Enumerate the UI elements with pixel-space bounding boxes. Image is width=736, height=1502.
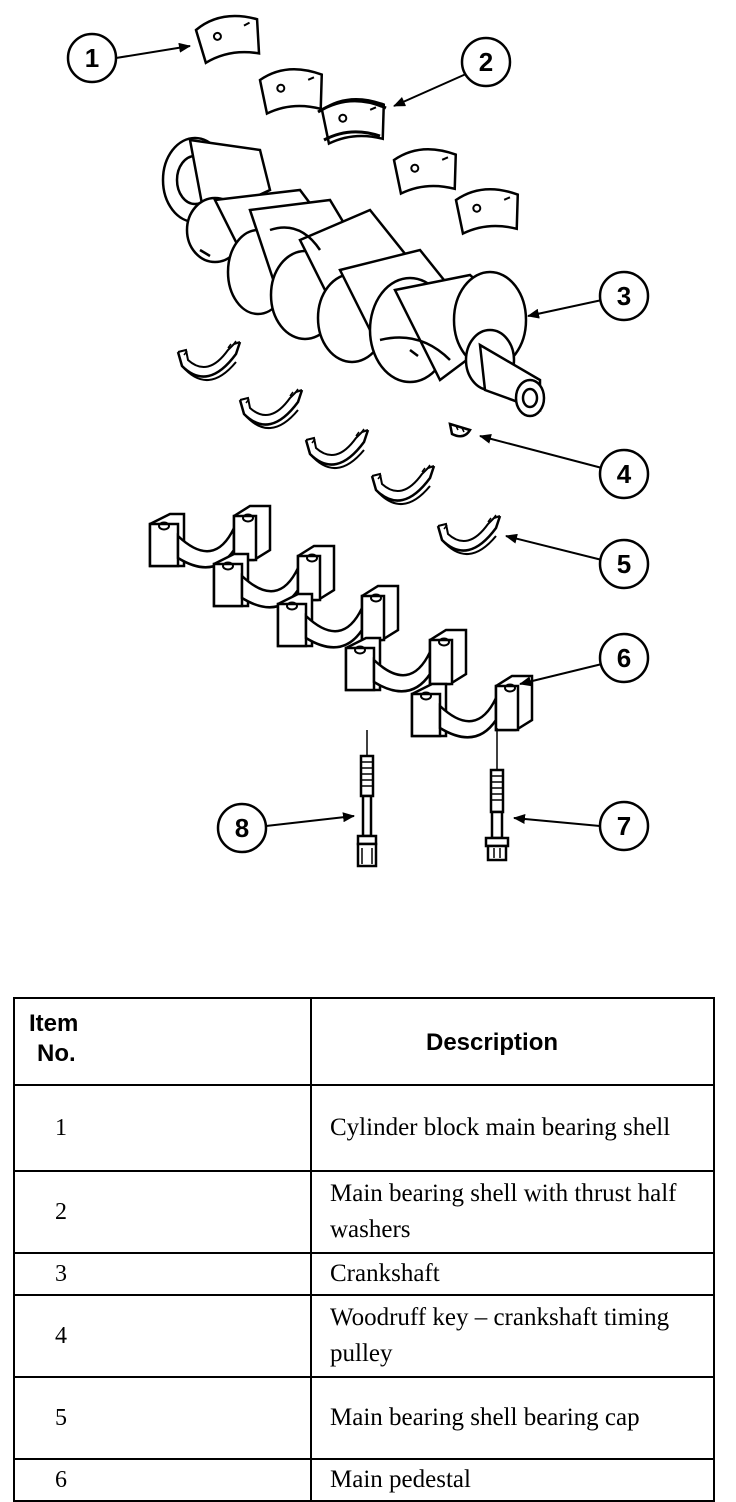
header-description: Description [310, 997, 715, 1086]
item-no-cell: 1 [13, 1084, 312, 1172]
callout-6: 6 [519, 632, 650, 687]
lower-bearing-shell-4 [370, 463, 436, 506]
upper-bearing-shell-4 [392, 145, 460, 196]
description-cell: Cylinder block main bearing shell [310, 1084, 715, 1172]
callout-2: 2 [393, 36, 512, 107]
callout-5: 5 [505, 533, 650, 590]
upper-bearing-shell-1 [193, 10, 265, 65]
callout-5-label: 5 [617, 549, 631, 579]
main-pedestal-2 [212, 544, 336, 609]
callout-3: 3 [527, 270, 650, 322]
callout-8-label: 8 [235, 813, 249, 843]
lower-bearing-shell-3 [304, 427, 370, 470]
item-no-cell: 6 [13, 1458, 312, 1502]
parts-table: Item No. Description 1 Cylinder block ma… [13, 997, 715, 1502]
table-row: 6 Main pedestal [13, 1458, 715, 1502]
woodruff-key [448, 422, 472, 438]
bolt [484, 728, 510, 862]
description-cell: Main bearing shell bearing cap [310, 1376, 715, 1460]
table-row: 4 Woodruff key – crankshaft timing pulle… [13, 1294, 715, 1378]
header-item-line2: No. [37, 1040, 76, 1067]
table-row: 1 Cylinder block main bearing shell [13, 1084, 715, 1172]
description-cell: Main bearing shell with thrust half wash… [310, 1170, 715, 1254]
item-no-cell: 2 [13, 1170, 312, 1254]
callout-4: 4 [479, 433, 650, 500]
table-row: 5 Main bearing shell bearing cap [13, 1376, 715, 1460]
table-header-row: Item No. Description [13, 997, 715, 1086]
description-cell: Woodruff key – crankshaft timing pulley [310, 1294, 715, 1378]
thrust-bearing-shell [317, 95, 388, 146]
upper-bearing-shell-2 [258, 65, 326, 116]
callout-3-label: 3 [617, 281, 631, 311]
table-row: 2 Main bearing shell with thrust half wa… [13, 1170, 715, 1254]
upper-bearing-shell-5 [454, 185, 522, 236]
bolt-stud [356, 730, 378, 868]
item-no-cell: 3 [13, 1252, 312, 1296]
lower-bearing-shell-5 [436, 513, 502, 556]
item-no-cell: 4 [13, 1294, 312, 1378]
table-row: 3 Crankshaft [13, 1252, 715, 1296]
callout-2-label: 2 [479, 47, 493, 77]
description-cell: Crankshaft [310, 1252, 715, 1296]
callout-6-label: 6 [617, 643, 631, 673]
callout-1-label: 1 [85, 43, 99, 73]
lower-bearing-shell-1 [176, 339, 242, 382]
callout-8: 8 [216, 802, 355, 854]
item-no-cell: 5 [13, 1376, 312, 1460]
callout-7: 7 [513, 800, 650, 852]
main-pedestal-4 [344, 628, 468, 693]
main-pedestal-1 [148, 504, 272, 569]
callout-7-label: 7 [617, 811, 631, 841]
callout-4-label: 4 [617, 459, 632, 489]
header-item-no: Item No. [13, 997, 312, 1086]
main-pedestal-5 [410, 674, 534, 739]
callout-1: 1 [66, 32, 191, 84]
crankshaft-exploded-diagram: 1 2 3 4 5 6 7 8 [66, 10, 650, 868]
crankshaft [161, 136, 546, 418]
header-item-line1: Item [29, 1010, 79, 1037]
lower-bearing-shell-2 [238, 387, 304, 430]
description-cell: Main pedestal [310, 1458, 715, 1502]
